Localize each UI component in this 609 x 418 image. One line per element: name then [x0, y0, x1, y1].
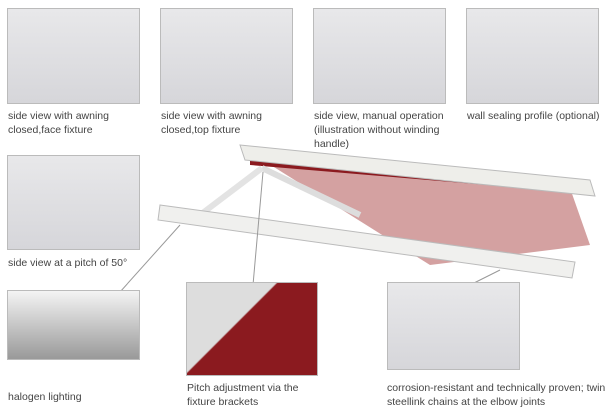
image-halogen: [7, 290, 140, 360]
caption-wall-sealing: wall sealing profile (optional): [467, 110, 600, 122]
image-manual-operation: [313, 8, 446, 104]
caption-pitch-adjust: Pitch adjustment via the fixture bracket…: [187, 382, 299, 408]
arm: [260, 165, 362, 218]
image-face-fixture: [7, 8, 140, 104]
caption-pitch50: side view at a pitch of 50°: [8, 257, 128, 269]
image-pitch-50: [7, 155, 140, 250]
caption-corrosion: corrosion-resistant and technically prov…: [387, 382, 606, 408]
image-top-fixture: [160, 8, 293, 104]
front-bar: [157, 204, 576, 279]
image-pitch-adjust: [186, 282, 318, 376]
caption-manual: side view, manual operation (illustratio…: [314, 110, 444, 150]
cassette: [239, 144, 596, 197]
image-elbow-joint: [387, 282, 520, 370]
image-wall-sealing: [466, 8, 599, 104]
awning-fabric: [250, 152, 590, 265]
caption-face-fixture: side view with awning closed,face fixtur…: [8, 110, 109, 136]
caption-top-fixture: side view with awning closed,top fixture: [161, 110, 262, 136]
caption-halogen: halogen lighting: [8, 391, 82, 403]
